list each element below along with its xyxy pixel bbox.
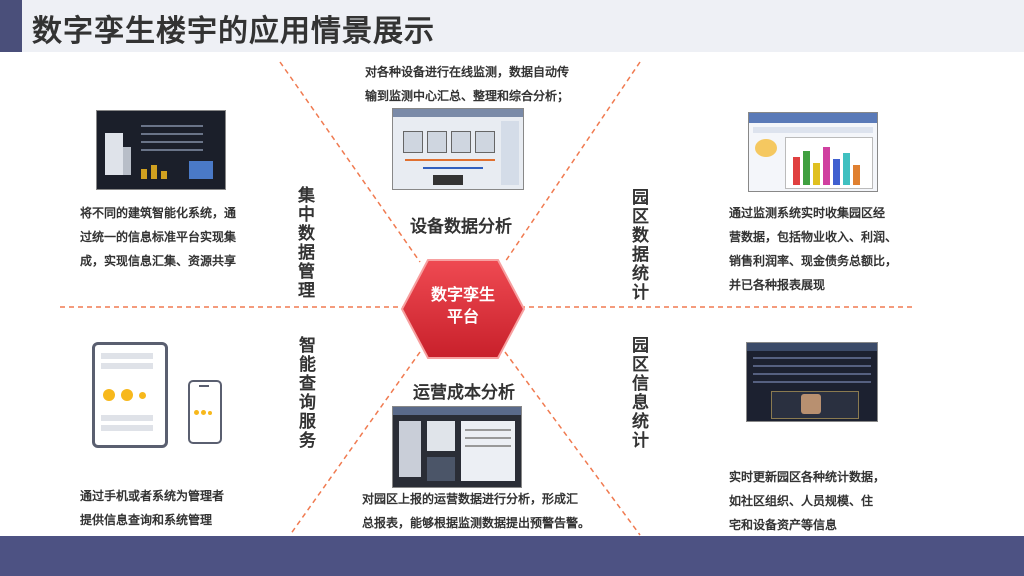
desc-line: 并已各种报表展现 xyxy=(729,278,826,292)
desc-line: 营数据，包括物业收入、利润、 xyxy=(729,230,898,244)
page-title: 数字孪生楼宇的应用情景展示 xyxy=(32,14,435,49)
desc-line: 成，实现信息汇集、资源共享 xyxy=(80,254,237,268)
phone-icon xyxy=(188,380,222,444)
footer-bar xyxy=(0,536,1024,576)
desc-line: 过统一的信息标准平台实现集 xyxy=(80,230,237,244)
label-park-info: 园区信息统计 xyxy=(628,336,648,450)
info-stats-image xyxy=(746,342,878,422)
divider-top-right xyxy=(504,61,641,263)
platform-label-line1: 数字孪生 xyxy=(430,285,495,304)
label-smart-query: 智能查询服务 xyxy=(295,336,315,450)
desc-line: 宅和设备资产等信息 xyxy=(729,518,838,532)
desc-line: 将不同的建筑智能化系统，通 xyxy=(80,206,237,220)
equipment-monitor-image xyxy=(392,108,524,190)
desc-line: 总报表，能够根据监测数据提出预警告警。 xyxy=(362,516,591,530)
platform-label: 数字孪生 平台 xyxy=(400,284,526,328)
label-park-data: 园区数据统计 xyxy=(628,188,648,302)
platform-label-line2: 平台 xyxy=(446,307,479,326)
title-bar xyxy=(0,0,1024,52)
divider-bottom-left xyxy=(289,351,421,536)
divider-top-left xyxy=(279,61,421,263)
desc-park-data: 通过监测系统实时收集园区经 营数据，包括物业收入、利润、 销售利润率、现金债务总… xyxy=(729,201,897,297)
desc-line: 对各种设备进行在线监测，数据自动传 xyxy=(365,65,570,79)
platform-hexagon xyxy=(400,259,526,359)
label-central-data: 集中数据管理 xyxy=(294,186,314,300)
desc-line: 输到监测中心汇总、整理和综合分析； xyxy=(365,89,570,103)
desc-line: 对园区上报的运营数据进行分析，形成汇 xyxy=(362,492,579,506)
label-cost-analysis: 运营成本分析 xyxy=(413,383,515,403)
desc-line: 如社区组织、人员规模、住 xyxy=(729,494,874,508)
title-accent xyxy=(0,0,22,52)
desc-line: 销售利润率、现金债务总额比， xyxy=(729,254,898,268)
desc-line: 实时更新园区各种统计数据， xyxy=(729,470,886,484)
desc-device-analysis: 对各种设备进行在线监测，数据自动传 输到监测中心汇总、整理和综合分析； xyxy=(365,60,569,108)
label-device-analysis: 设备数据分析 xyxy=(410,217,512,237)
desc-line: 通过手机或者系统为管理者 xyxy=(80,489,225,503)
cost-analysis-image xyxy=(392,406,522,488)
desc-park-info: 实时更新园区各种统计数据， 如社区组织、人员规模、住 宅和设备资产等信息 xyxy=(729,465,885,537)
report-chart-image xyxy=(748,112,878,192)
building-dashboard-image xyxy=(96,110,226,190)
desc-cost-analysis: 对园区上报的运营数据进行分析，形成汇 总报表，能够根据监测数据提出预警告警。 xyxy=(362,487,590,535)
tablet-icon xyxy=(92,342,168,448)
desc-smart-query: 通过手机或者系统为管理者 提供信息查询和系统管理 xyxy=(80,484,224,532)
desc-central-data: 将不同的建筑智能化系统，通 过统一的信息标准平台实现集 成，实现信息汇集、资源共… xyxy=(80,201,236,273)
divider-bottom-right xyxy=(504,351,641,536)
desc-line: 通过监测系统实时收集园区经 xyxy=(729,206,886,220)
desc-line: 提供信息查询和系统管理 xyxy=(80,513,213,527)
